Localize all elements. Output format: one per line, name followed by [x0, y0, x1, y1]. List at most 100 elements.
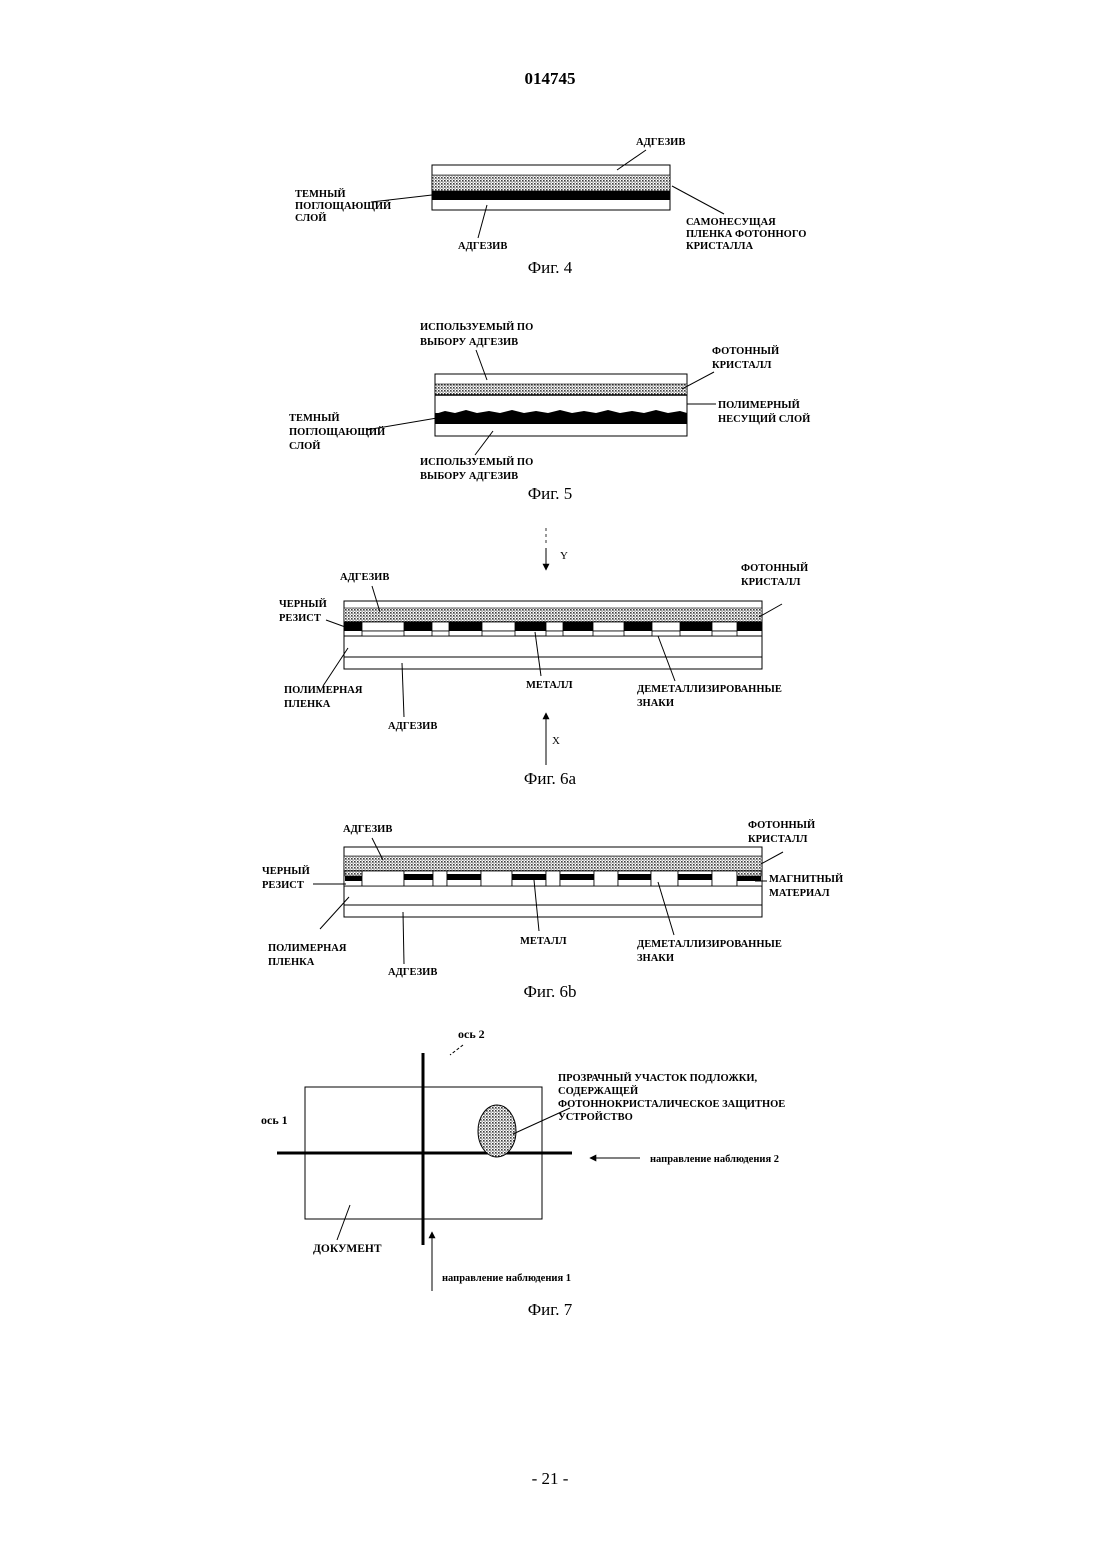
fig6b-label-crystal-1: ФОТОННЫЙ — [748, 819, 815, 831]
fig6a-label-crystal-2: КРИСТАЛЛ — [741, 577, 801, 588]
fig6a-gap-white — [482, 631, 515, 636]
fig6a-caption: Фиг. 6а — [524, 769, 577, 788]
fig6a-seg-black — [404, 622, 432, 631]
fig4-leader-film — [672, 186, 724, 214]
fig7-label-axis2: ось 2 — [458, 1027, 485, 1041]
fig6a-seg-black — [737, 622, 762, 631]
fig6a-seg-white — [482, 622, 515, 631]
fig7-label-window-3: ФОТОННОКРИСТАЛИЧЕСКОЕ ЗАЩИТНОЕ — [558, 1099, 785, 1110]
fig6b-metal-black — [678, 874, 712, 880]
fig6b-magnetic-hatch — [345, 871, 362, 876]
fig4-label-adhesive-top: АДГЕЗИВ — [636, 137, 685, 148]
fig6a-label-resist-1: ЧЕРНЫЙ — [279, 598, 327, 610]
fig6a-label-adhesive-bottom: АДГЕЗИВ — [388, 721, 437, 732]
figure-4: АДГЕЗИВ ТЕМНЫЙ ПОГЛОЩАЮЩИЙ СЛОЙ АДГЕЗИВ … — [295, 137, 806, 277]
fig4-dark-absorbing-layer — [432, 191, 670, 200]
fig6b-label-polymer-2: ПЛЕНКА — [268, 957, 315, 968]
fig6b-metal-black — [560, 874, 594, 880]
fig6b-cell-white — [594, 871, 618, 886]
fig6a-label-demetallized-1: ДЕМЕТАЛЛИЗИРОВАННЫЕ — [637, 684, 782, 695]
fig6b-photonic-crystal-layer — [344, 856, 762, 871]
fig6b-label-demetallized-1: ДЕМЕТАЛЛИЗИРОВАННЫЕ — [637, 939, 782, 950]
fig6b-resist-end-black — [737, 876, 761, 881]
fig6b-cell-white — [651, 871, 678, 886]
fig6b-metal-black — [618, 874, 651, 880]
fig5-outline — [435, 374, 687, 436]
fig6b-label-resist-2: РЕЗИСТ — [262, 880, 304, 891]
fig6a-gap-white — [432, 631, 449, 636]
fig5-leader-dark — [366, 418, 437, 430]
fig6a-seg-black — [680, 622, 712, 631]
fig7-caption: Фиг. 7 — [528, 1300, 573, 1319]
fig6b-label-demetallized-2: ЗНАКИ — [637, 953, 674, 964]
fig6b-label-polymer-1: ПОЛИМЕРНАЯ — [268, 943, 347, 954]
fig6a-seg-white — [712, 622, 737, 631]
fig6a-seg-white — [652, 622, 680, 631]
fig6a-label-resist-2: РЕЗИСТ — [279, 613, 321, 624]
fig6b-leader-crystal — [761, 852, 783, 864]
fig6a-seg-white — [593, 622, 624, 631]
document-number: 014745 — [525, 69, 576, 88]
fig5-label-dark-1: ТЕМНЫЙ — [289, 412, 340, 424]
fig6b-label-resist-1: ЧЕРНЫЙ — [262, 865, 310, 877]
fig6a-label-demetallized-2: ЗНАКИ — [637, 698, 674, 709]
fig6b-cell-white — [712, 871, 737, 886]
fig6a-seg-black — [624, 622, 652, 631]
fig6a-label-crystal-1: ФОТОННЫЙ — [741, 562, 808, 574]
fig7-label-view2: направление наблюдения 2 — [650, 1154, 779, 1165]
fig6b-label-crystal-2: КРИСТАЛЛ — [748, 834, 808, 845]
fig6a-label-polymer-1: ПОЛИМЕРНАЯ — [284, 685, 363, 696]
fig6b-cell-white — [433, 871, 447, 886]
fig6a-seg-black — [449, 622, 482, 631]
fig6a-label-metal: МЕТАЛЛ — [526, 680, 573, 691]
fig4-label-adhesive-bottom: АДГЕЗИВ — [458, 241, 507, 252]
fig5-label-opt-adhesive-top-2: ВЫБОРУ АДГЕЗИВ — [420, 337, 518, 348]
fig7-label-window-4: УСТРОЙСТВО — [558, 1111, 633, 1123]
fig4-photonic-crystal-layer — [432, 175, 670, 191]
fig6a-label-polymer-2: ПЛЕНКА — [284, 699, 331, 710]
fig6a-axis-x: X — [552, 735, 560, 747]
fig6b-label-adhesive-top: АДГЕЗИВ — [343, 824, 392, 835]
fig5-label-opt-adhesive-bottom-2: ВЫБОРУ АДГЕЗИВ — [420, 471, 518, 482]
fig7-label-window-1: ПРОЗРАЧНЫЙ УЧАСТОК ПОДЛОЖКИ, — [558, 1072, 758, 1084]
fig6a-leader-adhesive-bottom — [402, 663, 404, 717]
fig4-leader-dark-layer — [371, 195, 432, 202]
fig6b-resist-end-black — [345, 876, 362, 881]
figure-7: ось 2 ось 1 ПРОЗРАЧНЫЙ УЧАСТОК ПОДЛОЖКИ,… — [261, 1027, 785, 1319]
fig6b-metal-black — [447, 874, 481, 880]
fig6a-axis-y: Y — [560, 550, 568, 562]
fig6a-gap-white — [362, 631, 404, 636]
fig4-label-dark-layer-1: ТЕМНЫЙ — [295, 188, 346, 200]
fig6b-label-adhesive-bottom: АДГЕЗИВ — [388, 967, 437, 978]
fig4-label-film-1: САМОНЕСУЩАЯ — [686, 217, 776, 228]
figure-6b: АДГЕЗИВ ФОТОННЫЙ КРИСТАЛЛ ЧЕРНЫЙ РЕЗИСТ … — [262, 819, 843, 1001]
fig7-label-view1: направление наблюдения 1 — [442, 1273, 571, 1284]
fig5-caption: Фиг. 5 — [528, 484, 573, 503]
figure-5: ИСПОЛЬЗУЕМЫЙ ПО ВЫБОРУ АДГЕЗИВ ФОТОННЫЙ … — [289, 321, 810, 503]
fig6a-photonic-crystal-layer — [344, 608, 762, 622]
fig7-label-window-2: СОДЕРЖАЩЕЙ — [558, 1085, 638, 1097]
fig6a-seg-black — [563, 622, 593, 631]
page-number: - 21 - — [532, 1469, 569, 1488]
fig5-label-dark-3: СЛОЙ — [289, 440, 320, 452]
fig5-label-carrier-1: ПОЛИМЕРНЫЙ — [718, 399, 800, 411]
fig6a-seg-white — [362, 622, 404, 631]
fig4-label-film-2: ПЛЕНКА ФОТОННОГО — [686, 229, 806, 240]
fig6b-cell-white — [481, 871, 512, 886]
fig6b-metal-black — [404, 874, 433, 880]
fig7-label-document: ДОКУМЕНТ — [313, 1243, 382, 1255]
fig5-label-opt-adhesive-top-1: ИСПОЛЬЗУЕМЫЙ ПО — [420, 321, 533, 333]
fig6b-label-magnetic-1: МАГНИТНЫЙ — [769, 873, 843, 885]
fig4-label-dark-layer-3: СЛОЙ — [295, 212, 326, 224]
fig6b-leader-adhesive-bottom — [403, 912, 404, 964]
fig6b-magnetic-hatch — [737, 871, 761, 876]
fig5-label-crystal-1: ФОТОННЫЙ — [712, 345, 779, 357]
fig6a-gap-white — [652, 631, 680, 636]
fig5-label-carrier-2: НЕСУЩИЙ СЛОЙ — [718, 413, 810, 425]
fig6b-cell-white — [546, 871, 560, 886]
fig5-label-dark-2: ПОГЛОЩАЮЩИЙ — [289, 426, 385, 438]
fig6b-metal-black — [512, 874, 546, 880]
fig6a-gap-white — [712, 631, 737, 636]
fig5-photonic-crystal-layer — [435, 384, 687, 395]
